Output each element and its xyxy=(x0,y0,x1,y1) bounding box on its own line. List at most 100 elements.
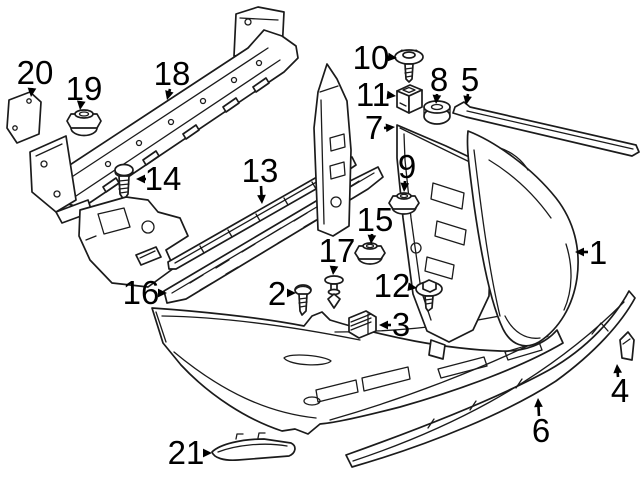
callout-label[interactable]: 21 xyxy=(168,434,205,471)
callout-20-cover-plate[interactable]: 20 xyxy=(17,54,54,97)
callout-label[interactable]: 7 xyxy=(365,109,383,146)
part-outline xyxy=(315,366,411,403)
part-outline xyxy=(399,86,416,107)
part-outline xyxy=(252,77,270,93)
callout-label[interactable]: 10 xyxy=(353,39,390,76)
part-outline xyxy=(352,301,625,462)
callout-label[interactable]: 3 xyxy=(392,306,410,343)
callout-label[interactable]: 1 xyxy=(589,234,607,271)
callout-label[interactable]: 6 xyxy=(532,412,550,449)
callout-8-grommet[interactable]: 8 xyxy=(430,61,448,104)
callout-3-expanding-nut[interactable]: 3 xyxy=(379,306,410,343)
callout-9-flange-nut[interactable]: 9 xyxy=(398,148,416,192)
part-outline xyxy=(324,275,344,285)
callout-label[interactable]: 4 xyxy=(611,372,629,409)
callout-label[interactable]: 8 xyxy=(430,61,448,98)
part-outline xyxy=(222,97,240,113)
callout-1-bumper-cover[interactable]: 1 xyxy=(575,234,607,271)
callout-arrow-head xyxy=(202,448,212,458)
callout-label[interactable]: 20 xyxy=(17,54,54,91)
part-outline xyxy=(591,322,609,335)
callout-label[interactable]: 13 xyxy=(242,152,279,189)
part-outline xyxy=(329,335,549,421)
callout-18-impact-bar[interactable]: 18 xyxy=(154,55,191,100)
part-outline xyxy=(298,293,308,316)
callout-17-expanding-rivet[interactable]: 17 xyxy=(319,232,356,275)
callout-label[interactable]: 12 xyxy=(374,267,411,304)
part-outline xyxy=(408,89,423,114)
part-outline xyxy=(423,106,451,116)
callout-11-clip-nut[interactable]: 11 xyxy=(356,76,396,113)
callout-arrow-head xyxy=(534,398,543,408)
part-outline xyxy=(329,133,346,180)
callout-label[interactable]: 19 xyxy=(66,70,103,107)
part-outline xyxy=(298,297,308,308)
part-outline xyxy=(404,67,414,78)
part-outline xyxy=(199,203,343,291)
callout-21-reflector[interactable]: 21 xyxy=(168,434,212,471)
callout-arrow-head xyxy=(165,90,174,100)
part-screw-14 xyxy=(114,163,134,201)
part-outline xyxy=(402,51,416,59)
callout-5-upper-trim-strip[interactable]: 5 xyxy=(461,61,479,105)
callout-label[interactable]: 11 xyxy=(356,76,390,113)
part-screw-with-washer xyxy=(394,49,424,83)
part-outline xyxy=(388,195,420,210)
callout-label[interactable]: 17 xyxy=(319,232,356,269)
callout-label[interactable]: 2 xyxy=(268,275,286,312)
part-clip-nut xyxy=(396,84,423,114)
callout-12-screw[interactable]: 12 xyxy=(374,267,417,304)
part-flange-nut-9 xyxy=(388,192,420,215)
callout-arrow-head xyxy=(386,90,396,100)
part-outline xyxy=(473,149,501,317)
part-outline xyxy=(199,97,207,105)
part-outline xyxy=(12,125,18,131)
part-outline xyxy=(173,351,317,419)
callout-label[interactable]: 18 xyxy=(154,55,191,92)
part-outline xyxy=(410,242,422,254)
part-outline xyxy=(6,91,42,144)
part-outline xyxy=(423,100,451,114)
part-outline xyxy=(327,293,341,309)
part-outline xyxy=(428,339,446,360)
part-outline xyxy=(35,143,63,157)
part-outline xyxy=(422,279,437,293)
callout-label[interactable]: 16 xyxy=(123,274,160,311)
callout-7-side-mount-bracket[interactable]: 7 xyxy=(365,109,395,146)
part-outline xyxy=(619,331,635,361)
callout-14-screw[interactable]: 14 xyxy=(136,160,181,197)
callout-arrow-head xyxy=(286,288,296,298)
callout-label[interactable]: 14 xyxy=(145,160,182,197)
part-outline xyxy=(345,290,636,468)
callout-2-screw[interactable]: 2 xyxy=(268,275,296,312)
callout-arrow-head xyxy=(432,94,442,104)
part-outline xyxy=(189,180,360,284)
callout-19-flange-nut[interactable]: 19 xyxy=(66,70,103,110)
part-outline xyxy=(320,99,325,225)
part-outline xyxy=(427,378,523,429)
callout-label[interactable]: 9 xyxy=(398,148,416,185)
part-outline xyxy=(53,190,61,198)
callout-arrow-head xyxy=(329,265,339,275)
part-outline xyxy=(230,76,238,84)
part-outline xyxy=(399,193,409,199)
callout-15-flange-nut[interactable]: 15 xyxy=(357,201,394,244)
callout-13-bumper-guide-strip[interactable]: 13 xyxy=(242,152,279,204)
callout-label[interactable]: 15 xyxy=(357,201,394,238)
part-reflector xyxy=(211,432,296,462)
part-expanding-rivet xyxy=(324,275,344,309)
part-outline xyxy=(396,192,412,200)
part-outline xyxy=(350,313,372,335)
callout-6-lower-trim-strip[interactable]: 6 xyxy=(532,398,550,449)
callout-4-tow-hook-cover[interactable]: 4 xyxy=(611,364,629,409)
part-outline xyxy=(78,196,189,288)
callout-arrow-head xyxy=(407,282,417,292)
part-outline xyxy=(563,243,572,311)
callout-10-screw-with-washer[interactable]: 10 xyxy=(353,39,397,76)
callout-16-energy-absorber[interactable]: 16 xyxy=(123,274,167,311)
callout-label[interactable]: 5 xyxy=(461,61,479,98)
part-side-bracket-left xyxy=(78,196,189,288)
part-outline xyxy=(283,354,332,366)
part-outline xyxy=(29,135,77,213)
